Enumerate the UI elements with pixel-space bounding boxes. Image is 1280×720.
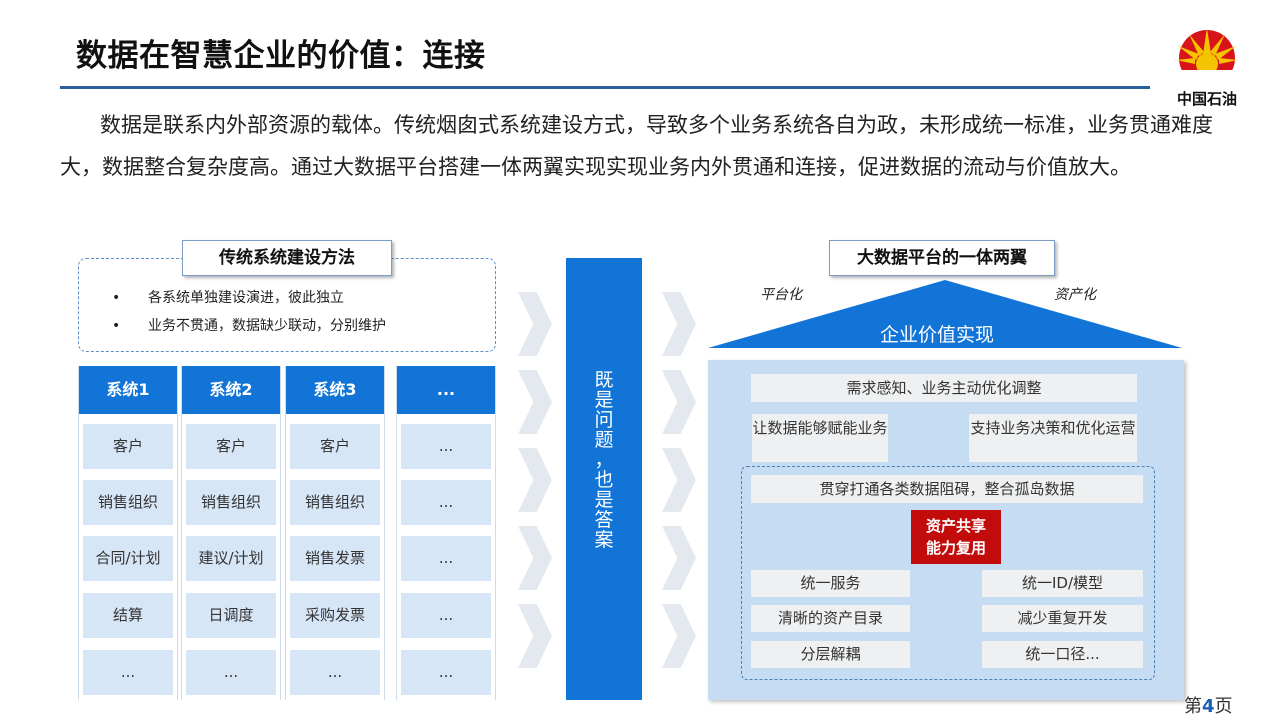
system-cell: 建议/计划 [186, 536, 276, 581]
chevron-right-icon [662, 604, 696, 668]
traditional-bullets: 各系统单独建设演进，彼此独立 业务不贯通，数据缺少联动，分别维护 [112, 284, 386, 340]
system-cell: ... [186, 650, 276, 695]
grid-box: 清晰的资产目录 [751, 605, 910, 632]
value-roof [708, 280, 1182, 348]
transition-char: 是 [594, 489, 614, 511]
chevron-right-icon [662, 292, 696, 356]
transition-char: 既 [594, 369, 614, 391]
grid-box: 统一口径... [982, 641, 1143, 668]
chevron-right-icon [662, 448, 696, 512]
transition-char: ， [594, 449, 614, 471]
right-box: 支持业务决策和优化运营 [969, 414, 1137, 462]
chevron-right-icon [662, 370, 696, 434]
grid-box: 分层解耦 [751, 641, 910, 668]
transition-char: 案 [594, 529, 614, 551]
system-cell: ... [83, 650, 173, 695]
core-outline [741, 466, 1155, 680]
system-column-header: ... [397, 366, 495, 414]
system-cell: 销售组织 [290, 480, 380, 525]
system-column-header: 系统1 [79, 366, 177, 414]
grid-box: 统一ID/模型 [982, 570, 1143, 597]
bullet-item: 业务不贯通，数据缺少联动，分别维护 [112, 312, 386, 340]
traditional-method-tag: 传统系统建设方法 [182, 240, 392, 276]
page-suffix: 页 [1214, 696, 1233, 717]
system-cell: ... [290, 650, 380, 695]
logo-text: 中国石油 [1176, 90, 1237, 108]
system-cell: 客户 [186, 424, 276, 469]
system-column: 系统3 客户 销售组织 销售发票 采购发票 ... [285, 366, 385, 700]
title-divider [60, 86, 1150, 89]
core-line: 能力复用 [925, 539, 986, 557]
system-columns: 系统1 客户 销售组织 合同/计划 结算 ... 系统2 客户 销售组织 建议/… [78, 366, 498, 700]
system-cell: 采购发票 [290, 593, 380, 638]
company-logo: 中国石油 [1164, 20, 1250, 110]
system-column: ... ... ... ... ... ... [396, 366, 496, 700]
wing-left-label: 平台化 [760, 287, 802, 303]
system-cell: ... [401, 650, 491, 695]
system-cell: 客户 [290, 424, 380, 469]
wing-right-label: 资产化 [1054, 287, 1096, 303]
system-column-header: 系统2 [182, 366, 280, 414]
system-column: 系统1 客户 销售组织 合同/计划 结算 ... [78, 366, 178, 700]
system-cell: ... [401, 536, 491, 581]
system-cell: 销售发票 [290, 536, 380, 581]
system-cell: 日调度 [186, 593, 276, 638]
page-prefix: 第 [1184, 696, 1202, 717]
transition-bar: 既 是 问 题 ， 也 是 答 案 [566, 258, 642, 700]
roof-label: 企业价值实现 [880, 324, 995, 346]
system-cell: 销售组织 [83, 480, 173, 525]
transition-char: 是 [594, 389, 614, 411]
chevron-right-icon [518, 292, 552, 356]
bullet-item: 各系统单独建设演进，彼此独立 [112, 284, 386, 312]
core-box: 资产共享 能力复用 [911, 510, 1001, 564]
left-box: 让数据能够赋能业务 [752, 414, 888, 462]
grid-box: 统一服务 [751, 570, 910, 597]
transition-char: 题 [594, 429, 614, 451]
grid-box: 减少重复开发 [982, 605, 1143, 632]
core-line: 资产共享 [925, 517, 986, 535]
system-cell: 结算 [83, 593, 173, 638]
transition-char: 也 [594, 469, 614, 491]
system-cell: ... [401, 593, 491, 638]
chevron-right-icon [662, 526, 696, 590]
transition-char: 答 [594, 509, 614, 531]
chevron-right-icon [518, 526, 552, 590]
system-column-header: 系统3 [286, 366, 384, 414]
platform-tag: 大数据平台的一体两翼 [829, 240, 1055, 276]
system-cell: 客户 [83, 424, 173, 469]
system-cell: 合同/计划 [83, 536, 173, 581]
page-title: 数据在智慧企业的价值：连接 [76, 38, 486, 74]
intro-paragraph: 数据是联系内外部资源的载体。传统烟囱式系统建设方式，导致多个业务系统各自为政，未… [60, 113, 1213, 179]
system-cell: 销售组织 [186, 480, 276, 525]
chevron-right-icon [518, 604, 552, 668]
chevron-right-icon [518, 370, 552, 434]
chevron-right-icon [518, 448, 552, 512]
page-number: 第4页 [1184, 692, 1233, 718]
system-cell: ... [401, 424, 491, 469]
top-box: 需求感知、业务主动优化调整 [751, 374, 1137, 402]
page-number-value: 4 [1202, 696, 1215, 717]
system-column: 系统2 客户 销售组织 建议/计划 日调度 ... [181, 366, 281, 700]
system-cell: ... [401, 480, 491, 525]
transition-text: 既 是 问 题 ， 也 是 答 案 [566, 370, 642, 550]
petrochina-logo-icon [1174, 28, 1240, 86]
bar-box: 贯穿打通各类数据阻碍，整合孤岛数据 [751, 475, 1143, 503]
transition-char: 问 [594, 409, 614, 431]
